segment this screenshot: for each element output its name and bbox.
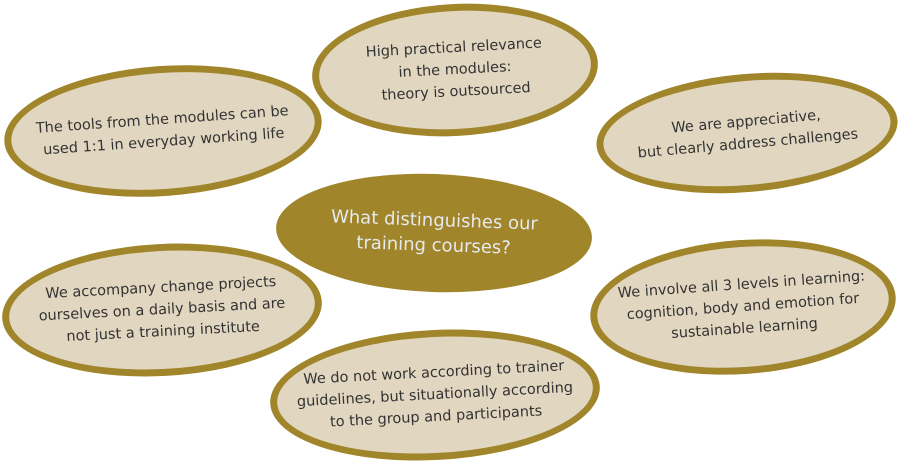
bubble-practical-relevance: High practical relevance in the modules:…	[308, 0, 602, 144]
bubble-text: The tools from the modules can be used 1…	[35, 103, 290, 159]
bubble-appreciative: We are appreciative, but clearly address…	[591, 61, 900, 205]
bubble-text: We accompany change projects ourselves o…	[38, 273, 286, 346]
bubble-three-levels: We involve all 3 levels in learning: cog…	[585, 229, 900, 385]
center-question: What distinguishes our training courses?	[274, 168, 594, 298]
bubble-situational: We do not work according to trainer guid…	[266, 321, 604, 469]
bubble-text: We do not work according to trainer guid…	[296, 358, 574, 431]
center-text: What distinguishes our training courses?	[330, 206, 539, 259]
bubble-tools: The tools from the modules can be used 1…	[0, 55, 327, 207]
bubble-text: We involve all 3 levels in learning: cog…	[617, 268, 866, 343]
bubble-text: High practical relevance in the modules:…	[365, 35, 543, 104]
bubble-text: We are appreciative, but clearly address…	[637, 107, 859, 162]
bubble-change-projects: We accompany change projects ourselves o…	[0, 235, 326, 385]
